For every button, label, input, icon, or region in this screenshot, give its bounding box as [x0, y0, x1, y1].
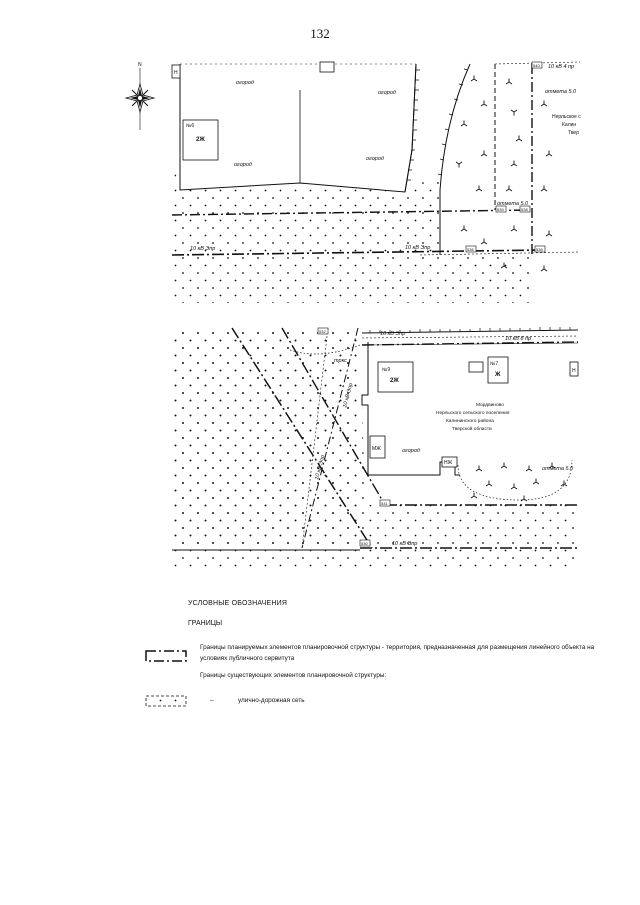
ogorod-label-4: огород — [366, 156, 384, 162]
compass-north-label: N — [138, 62, 142, 68]
point-label-536b: 536 — [536, 247, 543, 252]
power-line-label-bottom-3: 10 кВ Эпр — [380, 331, 405, 337]
ogorod-label-1: огород — [236, 80, 254, 86]
point-label-539: 539 — [497, 207, 504, 212]
building-zh-label-2: Ж — [494, 372, 501, 378]
legend-title: УСЛОВНЫЕ ОБОЗНАЧЕНИЯ — [188, 600, 288, 607]
point-label-530: 530 — [361, 541, 368, 546]
point-label-532: 532 — [319, 329, 326, 334]
legend-road-symbol — [145, 695, 187, 707]
place-label-1: Нерльское с — [552, 114, 581, 120]
power-line-label-1: 10 кВ Эпр — [190, 246, 215, 252]
page-number: 132 — [310, 26, 330, 41]
parcel-number-label: №6 — [186, 123, 194, 129]
place-label-3: Твер — [568, 130, 579, 136]
elevation-label-2: отмета 5.0 — [497, 201, 529, 207]
settlement-label-3: Калининского района — [446, 417, 494, 424]
map-bottom: №9 2Ж №7 Ж МЖ НЖ Н огород тркс отмета 5.… — [172, 327, 579, 570]
building-zh-label: 2Ж — [390, 378, 399, 384]
legend-item-2-text: улично-дорожная сеть — [238, 697, 305, 704]
building-number-9: №9 — [382, 367, 390, 373]
point-label-538: 538 — [521, 207, 528, 212]
ogorod-label-3: огород — [234, 162, 252, 168]
power-line-label-bottom-1: 10 кВ Эпр — [392, 541, 417, 547]
settlement-label-2: Нерльского сельского поселения — [436, 410, 510, 416]
point-label-531: 531 — [381, 501, 388, 506]
legend-item-1-text: Границы планируемых элементов планировоч… — [200, 644, 595, 662]
elevation-label-1: отмета 5.0 — [545, 89, 577, 95]
place-label-2: Калин — [562, 122, 576, 128]
legend-item-2-dash: – — [210, 697, 214, 704]
ogorod-label-bottom: огород — [402, 448, 420, 454]
power-line-label-bottom-2: 10 кВ 8 пр — [505, 336, 531, 342]
building-number-7: №7 — [490, 361, 498, 367]
point-label-536: 536 — [467, 247, 474, 252]
point-label-540: 540 — [533, 63, 540, 68]
zh-label: 2Ж — [196, 137, 205, 143]
settlement-label-4: Тверской области — [452, 425, 492, 432]
power-line-label-3: 10 кВ 4 пр — [548, 64, 574, 70]
legend-servitude-symbol — [145, 650, 187, 662]
settlement-label-1: Мордвиново — [476, 402, 504, 408]
elevation-label-bottom: отмета 5.0 — [542, 466, 574, 472]
legend-subtitle: ГРАНИЦЫ — [188, 620, 223, 627]
tpks-label: тркс — [334, 358, 347, 364]
building-n-label: Н — [572, 368, 576, 374]
legend-symbols — [145, 650, 187, 707]
power-line-label-2: 10 кВ Эпр — [405, 245, 430, 251]
n-label: Н — [174, 70, 178, 76]
map-top: огород огород огород огород 2Ж №6 Н 10 к… — [171, 61, 581, 303]
legend-item-2-heading: Границы существующих элементов планирово… — [200, 672, 387, 679]
building-mzh-label: МЖ — [372, 446, 381, 452]
compass-rose: N — [124, 62, 156, 130]
ogorod-label-2: огород — [378, 90, 396, 96]
building-nzh-label: НЖ — [444, 460, 453, 466]
